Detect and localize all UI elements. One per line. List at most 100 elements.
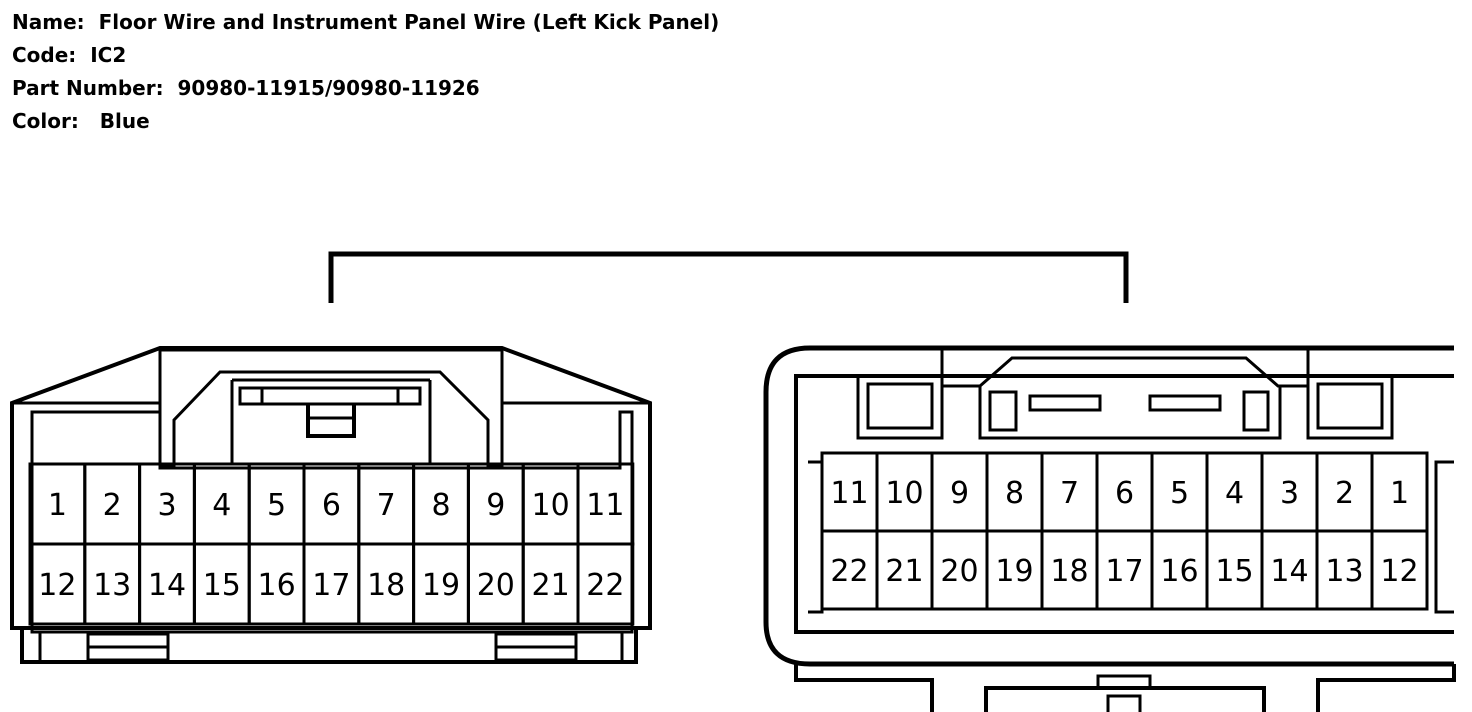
left-pin-label-13: 13 <box>93 568 131 603</box>
code-label: Code: <box>12 43 77 67</box>
left-pin-14: 14 <box>138 542 196 626</box>
right-pin-cavity-12 <box>1370 529 1429 611</box>
right-pin-label-8: 8 <box>1005 476 1024 511</box>
name-value: Floor Wire and Instrument Panel Wire (Le… <box>98 10 720 34</box>
left-pin-2: 2 <box>83 462 142 546</box>
right-pin-19: 19 <box>985 529 1044 611</box>
left-pin-18: 18 <box>357 542 416 626</box>
left-pin-label-17: 17 <box>312 568 350 603</box>
right-pin-18: 18 <box>1040 529 1099 611</box>
left-pin-label-20: 20 <box>477 568 515 603</box>
left-pin-label-19: 19 <box>422 568 460 603</box>
left-pin-label-10: 10 <box>532 488 570 523</box>
left-pin-7: 7 <box>357 462 416 546</box>
left-pin-label-12: 12 <box>38 568 76 603</box>
right-pin-label-1: 1 <box>1390 476 1409 511</box>
connector-info: Name: Floor Wire and Instrument Panel Wi… <box>12 6 719 138</box>
right-pin-label-11: 11 <box>830 476 868 511</box>
right-pin-label-10: 10 <box>885 476 923 511</box>
right-pin-2: 2 <box>1315 451 1374 533</box>
left-pin-label-9: 9 <box>486 488 505 523</box>
right-pin-label-7: 7 <box>1060 476 1079 511</box>
left-pin-5: 5 <box>247 462 306 546</box>
right-pin-4: 4 <box>1205 451 1264 533</box>
right-pin-label-2: 2 <box>1335 476 1354 511</box>
right-pin-10: 10 <box>875 451 934 533</box>
left-pin-8: 8 <box>412 462 470 546</box>
left-pin-19: 19 <box>412 542 470 626</box>
left-pin-label-15: 15 <box>203 568 241 603</box>
left-connector-body <box>10 346 652 664</box>
left-pin-label-7: 7 <box>377 488 396 523</box>
right-pin-label-9: 9 <box>950 476 969 511</box>
left-pin-13: 13 <box>83 542 142 626</box>
right-pin-label-20: 20 <box>940 554 978 589</box>
part-number-label: Part Number: <box>12 76 164 100</box>
left-pin-label-4: 4 <box>212 488 231 523</box>
right-pin-label-21: 21 <box>885 554 923 589</box>
left-pin-label-8: 8 <box>431 488 450 523</box>
name-row: Name: Floor Wire and Instrument Panel Wi… <box>12 6 719 39</box>
right-pin-label-6: 6 <box>1115 476 1134 511</box>
left-pin-4: 4 <box>192 462 251 546</box>
left-pin-17: 17 <box>302 542 361 626</box>
right-pin-label-16: 16 <box>1160 554 1198 589</box>
left-pin-label-5: 5 <box>267 488 286 523</box>
mating-bracket <box>328 251 1129 303</box>
left-pin-label-16: 16 <box>258 568 296 603</box>
right-pin-11: 11 <box>820 451 879 533</box>
right-pin-6: 6 <box>1095 451 1154 533</box>
left-pin-label-1: 1 <box>48 488 67 523</box>
right-pin-label-14: 14 <box>1270 554 1308 589</box>
part-number-row: Part Number: 90980-11915/90980-11926 <box>12 72 719 105</box>
left-pin-11: 11 <box>576 462 635 546</box>
left-pin-10: 10 <box>521 462 580 546</box>
left-pin-label-3: 3 <box>157 488 176 523</box>
right-pin-15: 15 <box>1205 529 1264 611</box>
left-pin-22: 22 <box>576 542 635 626</box>
right-pin-7: 7 <box>1040 451 1099 533</box>
left-pin-label-14: 14 <box>148 568 186 603</box>
left-pin-9: 9 <box>466 462 525 546</box>
right-pin-1: 1 <box>1370 451 1429 533</box>
left-pin-label-6: 6 <box>322 488 341 523</box>
part-number-value: 90980-11915/90980-11926 <box>177 76 480 100</box>
right-pin-label-18: 18 <box>1050 554 1088 589</box>
color-label: Color: <box>12 109 79 133</box>
right-pin-13: 13 <box>1315 529 1374 611</box>
left-pin-cavity-22 <box>576 542 635 626</box>
left-pin-21: 21 <box>521 542 580 626</box>
left-pin-label-21: 21 <box>532 568 570 603</box>
left-pin-label-11: 11 <box>586 488 624 523</box>
right-pin-20: 20 <box>930 529 989 611</box>
right-pin-label-17: 17 <box>1105 554 1143 589</box>
right-pin-label-22: 22 <box>830 554 868 589</box>
right-pin-5: 5 <box>1150 451 1209 533</box>
right-pin-label-3: 3 <box>1280 476 1299 511</box>
left-pin-12: 12 <box>28 542 87 626</box>
right-pin-14: 14 <box>1260 529 1319 611</box>
code-value: IC2 <box>90 43 127 67</box>
right-pin-12: 12 <box>1370 529 1429 611</box>
right-pin-label-5: 5 <box>1170 476 1189 511</box>
left-pin-label-18: 18 <box>367 568 405 603</box>
right-pin-label-19: 19 <box>995 554 1033 589</box>
code-row: Code: IC2 <box>12 39 719 72</box>
left-pin-16: 16 <box>247 542 306 626</box>
left-pin-label-22: 22 <box>586 568 624 603</box>
left-pin-label-2: 2 <box>103 488 122 523</box>
right-pin-17: 17 <box>1095 529 1154 611</box>
left-pin-6: 6 <box>302 462 361 546</box>
right-pin-label-13: 13 <box>1325 554 1363 589</box>
right-pin-label-12: 12 <box>1380 554 1418 589</box>
left-pin-20: 20 <box>466 542 525 626</box>
right-pin-22: 22 <box>820 529 879 611</box>
right-pin-9: 9 <box>930 451 989 533</box>
left-pin-3: 3 <box>138 462 196 546</box>
left-pin-1: 1 <box>28 462 87 546</box>
name-label: Name: <box>12 10 85 34</box>
right-pin-8: 8 <box>985 451 1044 533</box>
